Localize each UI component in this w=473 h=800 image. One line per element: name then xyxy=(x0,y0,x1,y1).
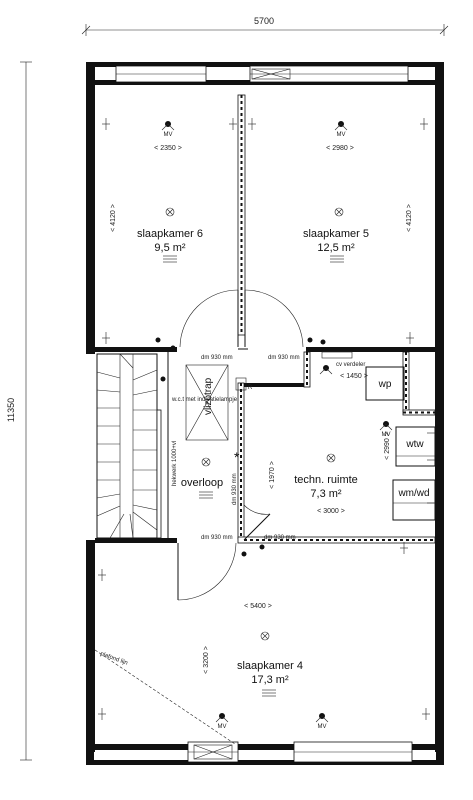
dimension-depth: 11350 xyxy=(6,61,32,761)
windows xyxy=(115,65,413,763)
plafond-label: plafond lijn xyxy=(99,651,128,666)
room-depth: < 2990 > xyxy=(384,432,391,460)
exterior-walls xyxy=(86,62,444,765)
socket-icon xyxy=(420,118,428,130)
total-depth-label: 11350 xyxy=(6,398,16,422)
socket-icon xyxy=(98,708,106,720)
socket-icon xyxy=(102,332,110,344)
light-icon xyxy=(334,207,344,217)
room-slaapkamer-4: slaapkamer 4 17,3 m² < 5400 > < 3200 > xyxy=(203,603,303,686)
socket-icon xyxy=(229,118,237,130)
mv-vent-icon: MV xyxy=(379,421,393,438)
star-mark: * xyxy=(234,449,240,465)
vlizotrap-label: vlizotrap xyxy=(203,377,214,415)
wmwd-label: wm/wd xyxy=(397,488,429,499)
room-depth: < 3200 > xyxy=(203,646,210,674)
socket-icon xyxy=(422,708,430,720)
socket-icon xyxy=(427,432,435,504)
mv-vent-icon: MV xyxy=(315,713,329,730)
room-name: slaapkamer 6 xyxy=(137,228,203,240)
room-width: < 5400 > xyxy=(244,603,272,610)
dm-label-vertical: dm 930 mm xyxy=(232,473,238,505)
dm-label-4: dm 930 mm xyxy=(264,535,296,541)
room-area: 9,5 m² xyxy=(154,242,186,254)
dimension-width: 5700 xyxy=(81,16,449,36)
vlizotrap: vlizotrap R w.c.t met indicatielampje xyxy=(171,364,253,441)
svg-text:MV: MV xyxy=(164,132,173,138)
room-depth: < 4120 > xyxy=(110,204,117,232)
doors xyxy=(177,289,304,601)
light-icon xyxy=(326,453,336,463)
socket-icon xyxy=(406,332,414,344)
hekwerk-label: hekwerk 1000+vl xyxy=(172,441,178,486)
mv-vent-icon xyxy=(319,365,333,375)
equipment-wmwd: wm/wd xyxy=(392,479,436,521)
indicatie-label: w.c.t met indicatielampje xyxy=(171,397,238,403)
room-area: 7,3 m² xyxy=(310,488,342,500)
room-width: < 2980 > xyxy=(326,145,354,152)
radiator-icon xyxy=(262,689,276,697)
radiator-icon xyxy=(330,255,344,263)
equipment-wtw: wtw xyxy=(395,426,436,467)
socket-icon xyxy=(400,542,408,554)
radiator-icon xyxy=(163,255,177,263)
light-icon xyxy=(260,631,270,641)
room-area: 17,3 m² xyxy=(251,674,289,686)
switch-icon xyxy=(155,337,326,557)
socket-icon xyxy=(248,118,256,130)
cv-verdeler-label: cv verdeler xyxy=(336,362,365,368)
room-width: < 3000 > xyxy=(317,508,345,515)
staircase: hekwerk 1000+vl xyxy=(96,353,178,539)
mv-vent-icon: MV xyxy=(215,713,229,730)
wp-dim: < 1450 > xyxy=(340,373,368,380)
r-mark: R xyxy=(248,385,253,391)
svg-text:MV: MV xyxy=(318,724,327,730)
radiator-icon xyxy=(199,491,213,499)
plafond-line: plafond lijn xyxy=(94,649,236,745)
room-slaapkamer-5: slaapkamer 5 12,5 m² < 2980 > < 4120 > xyxy=(303,145,413,254)
light-fixtures: MV MV MV MV MV xyxy=(98,118,435,730)
dm-label-3: dm 930 mm xyxy=(201,535,233,541)
mv-vent-icon: MV xyxy=(161,121,175,138)
svg-text:MV: MV xyxy=(337,132,346,138)
dm-label-2: dm 930 mm xyxy=(268,355,300,361)
room-name: overloop xyxy=(181,477,223,489)
cv-verdeler: cv verdeler xyxy=(321,351,365,368)
light-icon xyxy=(201,457,211,467)
socket-icon xyxy=(102,118,110,130)
room-name: techn. ruimte xyxy=(294,474,358,486)
room-width: < 2350 > xyxy=(154,145,182,152)
total-width-label: 5700 xyxy=(254,16,274,26)
wp-label: wp xyxy=(378,379,392,390)
svg-text:MV: MV xyxy=(382,432,391,438)
equipment-wp: wp < 1450 > xyxy=(340,366,405,401)
room-depth-2: < 1970 > xyxy=(269,461,276,489)
room-name: slaapkamer 4 xyxy=(237,660,303,672)
interior-walls xyxy=(95,94,436,544)
room-name: slaapkamer 5 xyxy=(303,228,369,240)
mv-vent-icon: MV xyxy=(334,121,348,138)
dm-label-1: dm 930 mm xyxy=(201,355,233,361)
socket-icon xyxy=(98,569,106,581)
wtw-label: wtw xyxy=(405,439,424,450)
room-overloop: overloop * xyxy=(181,449,240,489)
room-area: 12,5 m² xyxy=(317,242,355,254)
room-techn-ruimte: techn. ruimte 7,3 m² < 3000 > < 2990 > <… xyxy=(269,432,391,515)
room-depth: < 4120 > xyxy=(406,204,413,232)
light-icon xyxy=(165,207,175,217)
svg-text:MV: MV xyxy=(218,724,227,730)
room-slaapkamer-6: slaapkamer 6 9,5 m² < 2350 > < 4120 > xyxy=(110,145,203,254)
